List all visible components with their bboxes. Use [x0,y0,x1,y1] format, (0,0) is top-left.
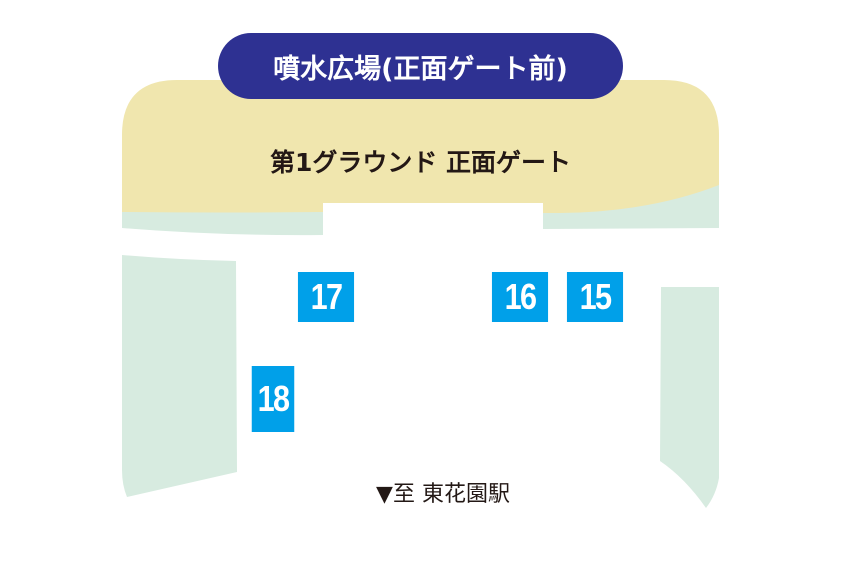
main-gate-label: 第1グラウンド 正面ゲート [269,148,572,177]
fountain-plaza-title: 噴水広場(正面ゲート前) [218,33,623,99]
green-area-left [122,255,237,497]
green-area-right [660,287,719,508]
spot-15: 15 [566,272,624,322]
spot-17: 17 [297,272,355,322]
green-band-left [122,205,323,236]
spot-18: 18 [251,366,295,432]
direction-label: ▼至 東花園駅 [376,482,510,507]
spot-16: 16 [491,272,549,322]
ground-area [122,80,719,213]
